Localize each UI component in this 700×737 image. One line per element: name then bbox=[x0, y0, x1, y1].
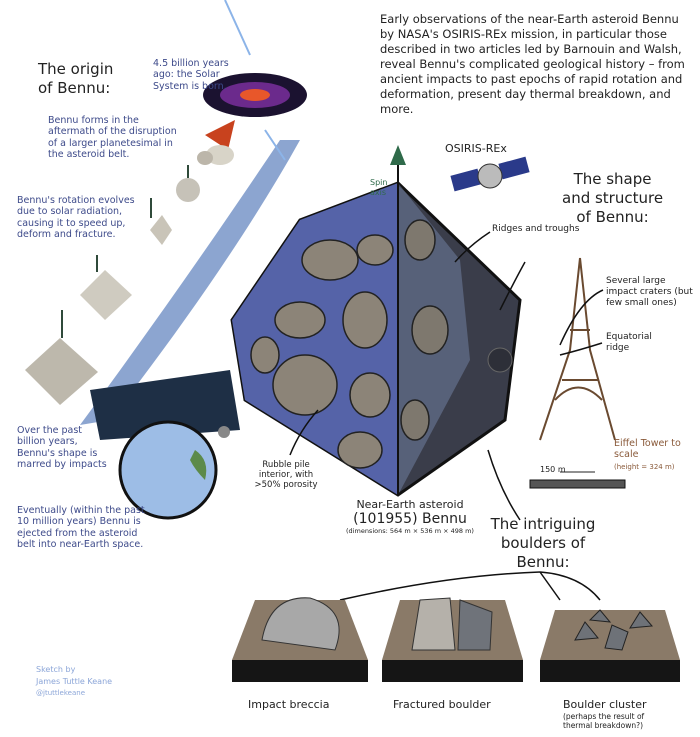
bennu-stage bbox=[80, 270, 132, 320]
eiffel-label: Eiffel Tower to scale bbox=[614, 438, 681, 461]
bennu-name-line1: Near-Earth asteroid bbox=[356, 498, 464, 511]
bennu-stage bbox=[25, 338, 98, 405]
boulder-block-cluster bbox=[540, 609, 680, 682]
boulders-title-line2: boulders of bbox=[500, 533, 586, 552]
osiris-rex-spacecraft bbox=[450, 156, 530, 192]
origin-step-2: Bennu forms in the aftermath of the disr… bbox=[48, 115, 177, 161]
eiffel-tower bbox=[539, 257, 616, 441]
boulders-title-line3: Bennu: bbox=[516, 552, 570, 571]
bennu-name-line2: (101955) Bennu bbox=[353, 511, 467, 528]
disruption-fragment bbox=[205, 120, 235, 150]
credit: Sketch by James Tuttle Keane @jtuttlekea… bbox=[36, 664, 112, 699]
boulder-block-fractured bbox=[382, 597, 523, 682]
structure-title: The shape and structure of Bennu: bbox=[562, 170, 663, 226]
earth bbox=[118, 420, 218, 520]
bennu-name: Near-Earth asteroid (101955) Bennu (dime… bbox=[320, 498, 500, 536]
structure-title-line3: of Bennu: bbox=[576, 207, 649, 226]
intro-text: Early observations of the near-Earth ast… bbox=[380, 12, 685, 116]
scale-bar bbox=[529, 479, 626, 489]
origin-step-4: Over the past billion years, Bennu's sha… bbox=[17, 425, 107, 471]
rubble-label: Rubble pile interior, with >50% porosity bbox=[254, 460, 318, 491]
boulder-label-fractured: Fractured boulder bbox=[393, 698, 491, 711]
origin-title: The origin of Bennu: bbox=[38, 60, 113, 98]
bennu-dimensions: (dimensions: 564 m × 536 m × 498 m) bbox=[346, 526, 474, 535]
bennu-stage bbox=[176, 178, 200, 202]
spacecraft-label: OSIRIS-REx bbox=[445, 142, 507, 155]
credit-handle: @jtuttlekeane bbox=[36, 689, 86, 697]
origin-title-line1: The origin bbox=[38, 60, 114, 78]
structure-title-line2: and structure bbox=[562, 188, 664, 207]
origin-step-5: Eventually (within the past 10 million y… bbox=[17, 505, 145, 551]
spin-axis-arrow bbox=[390, 145, 406, 165]
equatorial-label: Equatorial ridge bbox=[606, 332, 652, 353]
boulder-label-impact-breccia: Impact breccia bbox=[248, 698, 330, 711]
credit-line2: James Tuttle Keane bbox=[36, 677, 113, 686]
origin-step-1: 4.5 billion years ago: the Solar System … bbox=[153, 58, 229, 92]
boulders-title: The intriguing boulders of Bennu: bbox=[478, 515, 608, 571]
structure-title-line1: The shape bbox=[573, 170, 652, 188]
credit-line1: Sketch by bbox=[36, 665, 76, 674]
scale-label: 150 m bbox=[540, 465, 566, 474]
bennu-stage bbox=[150, 215, 172, 245]
time-arrow bbox=[116, 299, 162, 361]
shadow-band bbox=[90, 370, 240, 440]
craters-label: Several large impact craters (but few sm… bbox=[606, 276, 693, 308]
boulders-title-line1: The intriguing bbox=[490, 515, 596, 533]
boulder-cluster-note: (perhaps the result of thermal breakdown… bbox=[563, 712, 645, 730]
origin-step-3: Bennu's rotation evolves due to solar ra… bbox=[17, 195, 135, 241]
origin-title-line2: of Bennu: bbox=[38, 78, 111, 97]
boulder-block-impact-breccia bbox=[232, 597, 368, 682]
boulder-label-cluster: Boulder cluster bbox=[563, 698, 647, 711]
time-band bbox=[80, 140, 300, 425]
spin-axis-label: Spin axis bbox=[370, 178, 388, 197]
eiffel-height: (height = 324 m) bbox=[614, 463, 675, 471]
ridges-label: Ridges and troughs bbox=[492, 224, 580, 234]
